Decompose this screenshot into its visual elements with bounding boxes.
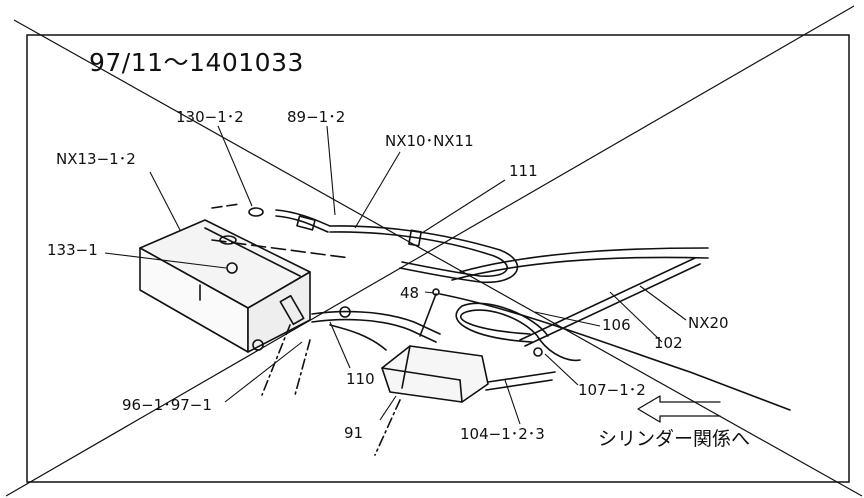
line-nx20 [459, 247, 709, 273]
cross-line-2 [5, 5, 855, 497]
label-104: 104−1･2･3 [460, 425, 545, 443]
parts-illustration [139, 203, 791, 456]
pipe-110 [311, 318, 437, 343]
label-102: 102 [654, 334, 683, 352]
label-106: 106 [602, 316, 631, 334]
cap-130 [248, 207, 264, 217]
diagram-title: 97/11～1401033 [89, 48, 304, 77]
label-48: 48 [400, 284, 420, 302]
reservoir-104 [381, 345, 489, 403]
label-133: 133−1 [47, 241, 98, 259]
label-91: 91 [344, 424, 364, 442]
label-130: 130−1･2 [176, 108, 244, 126]
pipe-nx10 [329, 225, 519, 283]
label-107: 107−1･2 [578, 381, 646, 399]
hose-89 [275, 209, 331, 227]
label-nx13: NX13−1･2 [56, 150, 136, 168]
label-leaders [104, 125, 687, 425]
pipe-loop-107 [460, 309, 581, 362]
bolt-48 [419, 293, 437, 337]
cross-line-1 [13, 19, 863, 497]
label-nx10: NX10･NX11 [385, 132, 474, 150]
label-89: 89−1･2 [287, 108, 346, 126]
label-96: 96−1･97−1 [122, 396, 212, 414]
line-102 [439, 293, 791, 411]
cylinder-arrow [637, 395, 721, 423]
diagram-frame [26, 34, 850, 483]
label-111: 111 [509, 162, 538, 180]
label-110: 110 [346, 370, 375, 388]
tank-body [139, 219, 311, 353]
label-nx20: NX20 [688, 314, 729, 332]
destination-label: シリンダー関係へ [598, 428, 751, 450]
